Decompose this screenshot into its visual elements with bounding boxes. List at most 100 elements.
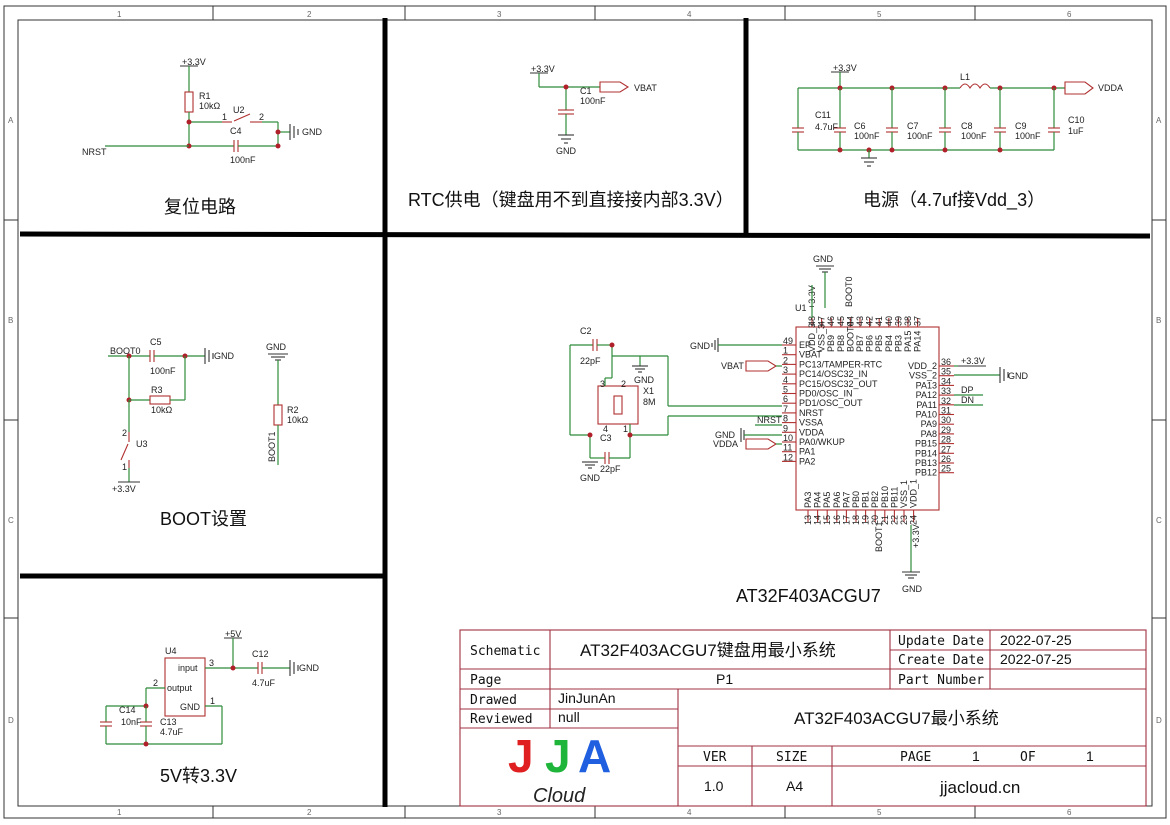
x1-label: X1 [643,386,654,396]
mcu-bottom-pin-name: PB10 [880,486,890,508]
mcu-left-pin-name: PD1/OSC_OUT [799,398,863,408]
mcu-top-pin-name: VDD_3 [807,323,817,352]
tb-drawed-label: Drawed [470,693,517,708]
boot1-label: BOOT1 [267,431,277,462]
mcu-top-pin-name: VSS_3 [817,324,827,352]
tb-size-value: A4 [786,778,803,794]
mcu-top-pin-num: 45 [836,316,846,326]
mcu-bottom-pin-num: 15 [822,515,832,525]
mcu-bottom-boot1-label: BOOT1 [874,521,884,552]
c10-value: 1uF [1068,126,1084,136]
ruler-row-c: C [8,516,14,525]
mcu-top-pin-num: 47 [817,316,827,326]
mcu-right-pin-name: PA13 [916,380,937,390]
r3-label: R3 [151,385,163,395]
mcu-right-pin-name: PB12 [915,468,937,478]
ruler-row-d: D [8,716,14,725]
mcu-right-33-label: +3.3V [961,356,985,366]
mcu-left-pin-num: 3 [783,365,788,375]
r2-gnd-label: GND [266,342,287,352]
mcu-top-pin-name: PB8 [836,335,846,352]
mcu-top-boot0-label: BOOT0 [844,276,854,307]
r2-value: 10kΩ [287,415,309,425]
c2-value: 22pF [580,356,601,366]
ruler-row-a-r: A [1156,116,1162,125]
mcu-dn-net: DN [961,395,974,405]
mcu-right-pin-num: 36 [941,357,951,367]
tb-reviewed-value: null [558,709,580,725]
c12-label: C12 [252,649,269,659]
mcu-left-pin-num: 9 [783,423,788,433]
u1-label: U1 [795,303,807,313]
tb-update-label: Update Date [898,634,984,649]
mcu-bottom-pin-num: 13 [803,515,813,525]
logo-letter-a: A [578,730,611,782]
mcu-right-pin-name: PB14 [915,448,937,458]
u4-pin3: 3 [209,658,214,668]
c3-value: 22pF [600,464,621,474]
mcu-top-pin-num: 38 [903,316,913,326]
mcu-top-gnd-label: GND [813,254,834,264]
xtal-gnd-label: GND [634,375,655,385]
mcu-name: AT32F403ACGU7 [736,586,881,606]
mcu-left-pin-name: EP [799,340,811,350]
mcu-left-pin-name: PA1 [799,447,815,457]
mcu-top-pins: 48VDD_347VSS_346PB945PB844BOOT043PB742PB… [807,316,923,352]
c13-label: C13 [160,717,177,727]
mcu-vssa-net: GND [715,430,736,440]
mcu-bottom-pin-name: PB11 [889,487,899,508]
mcu-bottom-pins: 13PA314PA415PA516PA617PA718PB019PB120PB2… [803,479,919,525]
tb-of-label: OF [1020,750,1036,765]
tb-ver-value: 1.0 [704,778,724,794]
mcu-top-pin-name: BOOT0 [845,321,855,352]
power-vdda-label: VDDA [1098,83,1123,93]
c5-label: C5 [150,337,162,347]
ruler-row-b: B [8,316,13,325]
c6-value: 100nF [854,131,880,141]
mcu-bottom-pin-num: 21 [880,515,890,525]
mcu-right-pin-num: 31 [941,406,951,416]
mcu-nrst-net: NRST [757,415,782,425]
c8-label: C8 [961,121,973,131]
c14-value: 10nF [121,717,142,727]
mcu-top-pin-num: 46 [826,316,836,326]
tb-create-label: Create Date [898,653,984,668]
mcu-top-pin-num: 43 [855,316,865,326]
tb-pg-label: PAGE [900,750,931,765]
mcu-bottom-pin-name: PA4 [813,492,823,508]
rtc-vcc-label: +3.3V [531,64,555,74]
mcu-left-pin-num: 8 [783,414,788,424]
tb-of-value: 1 [1086,748,1094,764]
ruler-col-3: 3 [497,10,502,19]
mcu-right-pin-name: PB15 [915,439,937,449]
mcu-right-pin-num: 29 [941,425,951,435]
tb-site-value: jjacloud.cn [939,778,1020,797]
mcu-bottom-pin-name: PB0 [851,491,861,508]
mcu-top-pin-num: 39 [893,316,903,326]
l1-label: L1 [960,72,970,82]
mcu-left-pin-name: VBAT [799,350,822,360]
reset-title: 复位电路 [164,197,236,217]
xtal-pin2: 2 [621,379,626,389]
ruler-col-2: 2 [307,10,312,19]
mcu-top-pin-name: PB4 [884,335,894,352]
mcu-left-pin-num: 1 [783,346,788,356]
rtc-circuit: +3.3V C1 100nF GND VBAT RTC供电（键盘用不到直接接内部… [408,64,734,210]
r3-value: 10kΩ [151,405,173,415]
mcu-bottom-pin-num: 16 [832,515,842,525]
mcu-bottom-pin-name: PA6 [832,492,842,508]
c4-label: C4 [230,126,242,136]
u4-label: U4 [165,646,177,656]
mcu-left-pin-name: PA0/WKUP [799,437,845,447]
tb-schematic-label: Schematic [470,644,540,659]
mcu-left-pin-name: PD0/OSC_IN [799,389,853,399]
mcu-left-pin-name: NRST [799,408,824,418]
logo-letter-j2: J [545,730,571,782]
r1-value: 10kΩ [199,101,221,111]
mcu-left-pin-name: PA2 [799,456,815,466]
boot-vcc-label: +3.3V [112,484,136,494]
c13-value: 4.7uF [160,727,184,737]
mcu-top-pin-num: 44 [845,316,855,326]
mcu-right-pin-num: 28 [941,435,951,445]
